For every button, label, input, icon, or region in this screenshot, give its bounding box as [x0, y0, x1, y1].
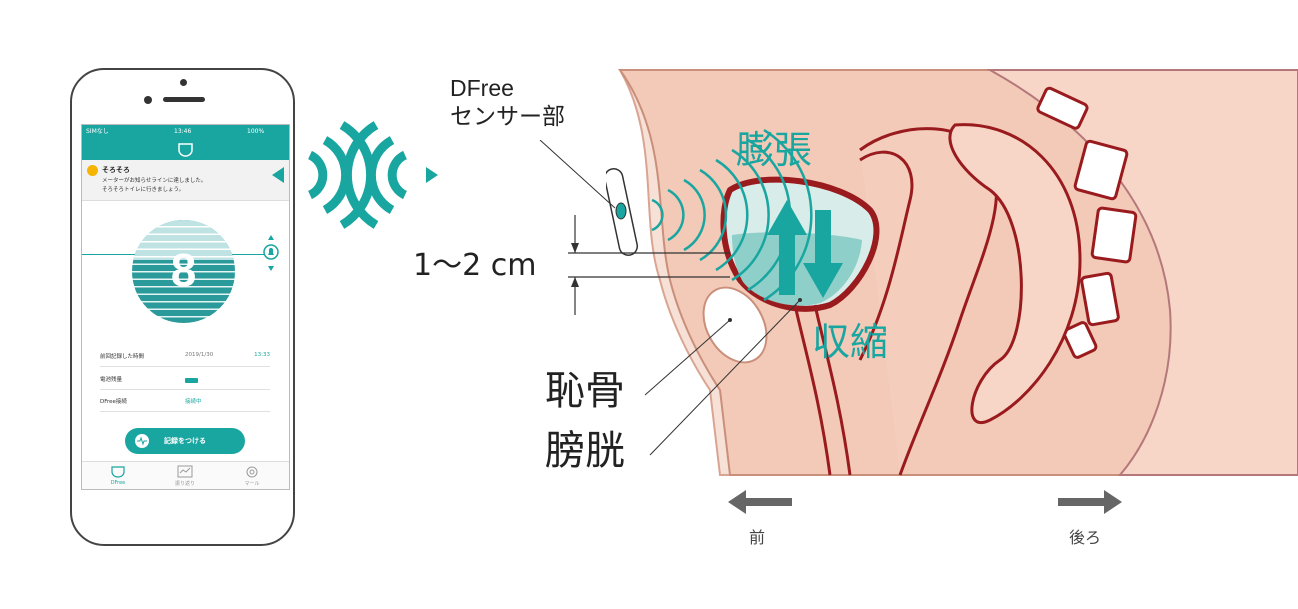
clock-text: 13:46	[174, 128, 192, 135]
app-screen: SIMなし 13:46 100% そろそろ メーターがお知らせラインに達しました…	[81, 124, 290, 490]
battery-text: 100%	[247, 128, 265, 135]
sensor-label: DFree	[450, 75, 514, 101]
chart-tab-icon	[177, 465, 193, 478]
tab-dfree[interactable]: DFree	[110, 480, 126, 486]
notification-title: そろそろ	[102, 166, 130, 174]
smile-icon	[87, 165, 98, 176]
leader-lines	[539, 140, 802, 456]
wireless-waves-icon	[272, 121, 438, 229]
gear-icon	[246, 466, 258, 478]
dfree-logo-icon	[178, 143, 193, 157]
back-label: 後ろ	[1069, 528, 1102, 547]
phone-camera	[144, 96, 152, 104]
phone-sensor-dot	[180, 79, 187, 86]
tab-history[interactable]: 振り返り	[174, 481, 195, 487]
front-label: 前	[749, 528, 766, 547]
tab-settings[interactable]: マール	[244, 481, 260, 487]
tab-bar: DFree 振り返り マール	[82, 461, 289, 489]
meter-value: 8	[170, 244, 197, 296]
record-pulse-icon	[135, 434, 149, 448]
sensor-label-2: センサー部	[450, 104, 565, 130]
contract-label: 収縮	[812, 320, 889, 364]
bladder-label: 膀胱	[545, 428, 625, 474]
expand-label: 膨張	[736, 128, 813, 172]
notification-line1: メーターがお知らせラインに達しました。	[102, 178, 207, 184]
back-arrow-icon	[1058, 490, 1122, 514]
info-row-last-record: 前回記録した時間 2019/1/30 13:33	[100, 352, 270, 367]
info-row-battery: 電池残量	[100, 375, 270, 390]
dfree-tab-icon	[111, 466, 125, 478]
carrier-text: SIMなし	[86, 128, 109, 135]
info-row-connection: DFree接続 接続中	[100, 397, 270, 412]
notification-line2: そろそろトイレに行きましょう。	[102, 187, 185, 193]
bladder-meter: 8	[132, 220, 235, 323]
battery-level-icon	[185, 378, 198, 383]
record-button[interactable]: 記録をつける	[125, 428, 245, 454]
app-header	[82, 138, 289, 160]
distance-label: 1〜2 cm	[413, 248, 537, 283]
front-arrow-icon	[728, 490, 792, 514]
bell-adjust-icon[interactable]	[260, 233, 282, 273]
phone-speaker	[163, 97, 205, 102]
dfree-sensor-device	[606, 168, 639, 256]
distance-indicator	[568, 215, 730, 315]
pubic-bone-label: 恥骨	[545, 368, 625, 414]
status-bar: SIMなし 13:46 100%	[82, 125, 289, 138]
pelvis-cross-section	[618, 69, 1298, 476]
notification-banner[interactable]: そろそろ メーターがお知らせラインに達しました。 そろそろトイレに行きましょう。	[82, 160, 289, 201]
